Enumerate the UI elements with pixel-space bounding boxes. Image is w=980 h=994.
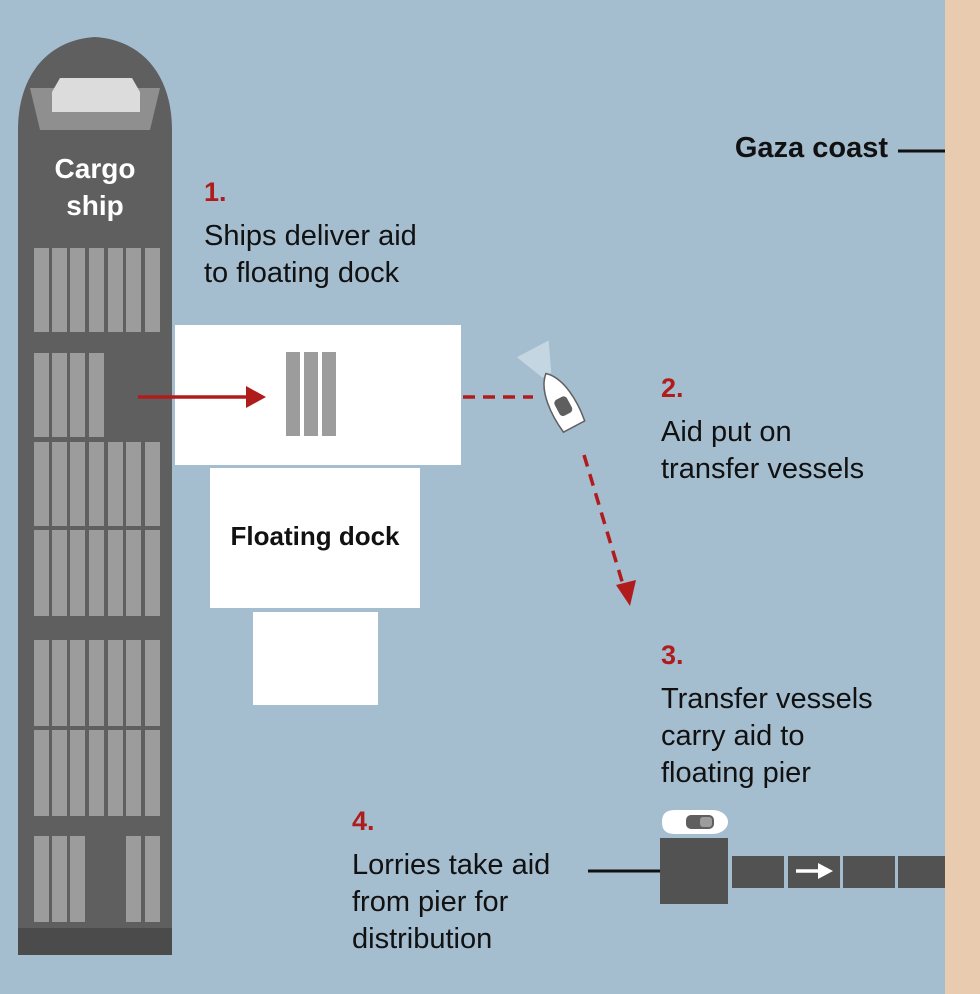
ship-container (89, 730, 104, 816)
ship-container (70, 353, 85, 437)
ship-container (34, 640, 49, 726)
step-3-number: 3. (661, 640, 684, 670)
ship-container (108, 442, 123, 526)
dock-cargo-bar (286, 352, 300, 436)
ship-container (52, 730, 67, 816)
cargo-ship (18, 37, 172, 955)
dock-cargo-bar (304, 352, 318, 436)
pier-boat (662, 810, 728, 834)
ship-container (52, 530, 67, 616)
ship-container (126, 836, 141, 922)
ship-container (126, 530, 141, 616)
pier-section (898, 856, 945, 888)
ship-container (108, 530, 123, 616)
ship-containers (34, 248, 160, 922)
ship-container (70, 442, 85, 526)
ship-container (89, 353, 104, 437)
ship-container (70, 530, 85, 616)
ship-container (34, 836, 49, 922)
gaza-coast-strip (945, 0, 980, 994)
ship-container (34, 530, 49, 616)
step-4-number: 4. (352, 806, 375, 836)
step-1-number: 1. (204, 177, 227, 207)
ship-container (34, 353, 49, 437)
vessel-cabin (554, 396, 573, 417)
ship-container (126, 640, 141, 726)
ship-container (70, 836, 85, 922)
ship-stern (18, 928, 172, 955)
vessel-to-pier-arrow (582, 454, 636, 606)
ship-container (145, 836, 160, 922)
ship-container (70, 640, 85, 726)
arrow-head (246, 386, 266, 408)
dock-platform-bottom (253, 612, 378, 705)
vessel-wake (516, 340, 552, 378)
ship-container (145, 730, 160, 816)
ship-bridge-top (52, 78, 140, 112)
step-2-number: 2. (661, 373, 684, 403)
ship-container (108, 730, 123, 816)
cargo-ship-label: Cargo ship (54, 153, 136, 221)
arrow-shaft (582, 454, 626, 589)
ship-container (70, 730, 85, 816)
floating-dock (175, 325, 461, 705)
ship-container (34, 442, 49, 526)
ship-container (34, 730, 49, 816)
ship-container (145, 248, 160, 332)
ship-container (52, 353, 67, 437)
step-1-text: Ships deliver aid to floating dock (204, 220, 417, 289)
ship-container (89, 442, 104, 526)
pier-boat-window (700, 817, 712, 827)
ship-container (52, 442, 67, 526)
ship-container (108, 248, 123, 332)
pier-head (660, 838, 728, 904)
ship-container (145, 640, 160, 726)
floating-pier (660, 838, 945, 904)
step-3-text: Transfer vessels carry aid to floating p… (661, 683, 873, 789)
ship-container (89, 640, 104, 726)
floating-dock-label: Floating dock (230, 521, 400, 551)
ship-container (52, 836, 67, 922)
step-2-text: Aid put on transfer vessels (661, 416, 865, 485)
ship-to-dock-arrow (138, 386, 266, 408)
dock-cargo-bar (322, 352, 336, 436)
ship-container (89, 530, 104, 616)
dock-platform-middle (210, 468, 420, 608)
ship-container (126, 730, 141, 816)
ship-container (108, 640, 123, 726)
step-4-text: Lorries take aid from pier for distribut… (352, 849, 551, 955)
transfer-vessel (516, 340, 586, 434)
pier-direction-arrow-head (818, 863, 833, 879)
pier-section (732, 856, 784, 888)
ship-container (145, 442, 160, 526)
gaza-coast-label: Gaza coast (734, 132, 888, 164)
ship-container (70, 248, 85, 332)
ship-container (126, 442, 141, 526)
ship-container (52, 248, 67, 332)
ship-container (126, 248, 141, 332)
pier-section (843, 856, 895, 888)
arrow-head (616, 580, 636, 606)
ship-container (145, 530, 160, 616)
ship-container (34, 248, 49, 332)
ship-container (52, 640, 67, 726)
ship-container (89, 248, 104, 332)
